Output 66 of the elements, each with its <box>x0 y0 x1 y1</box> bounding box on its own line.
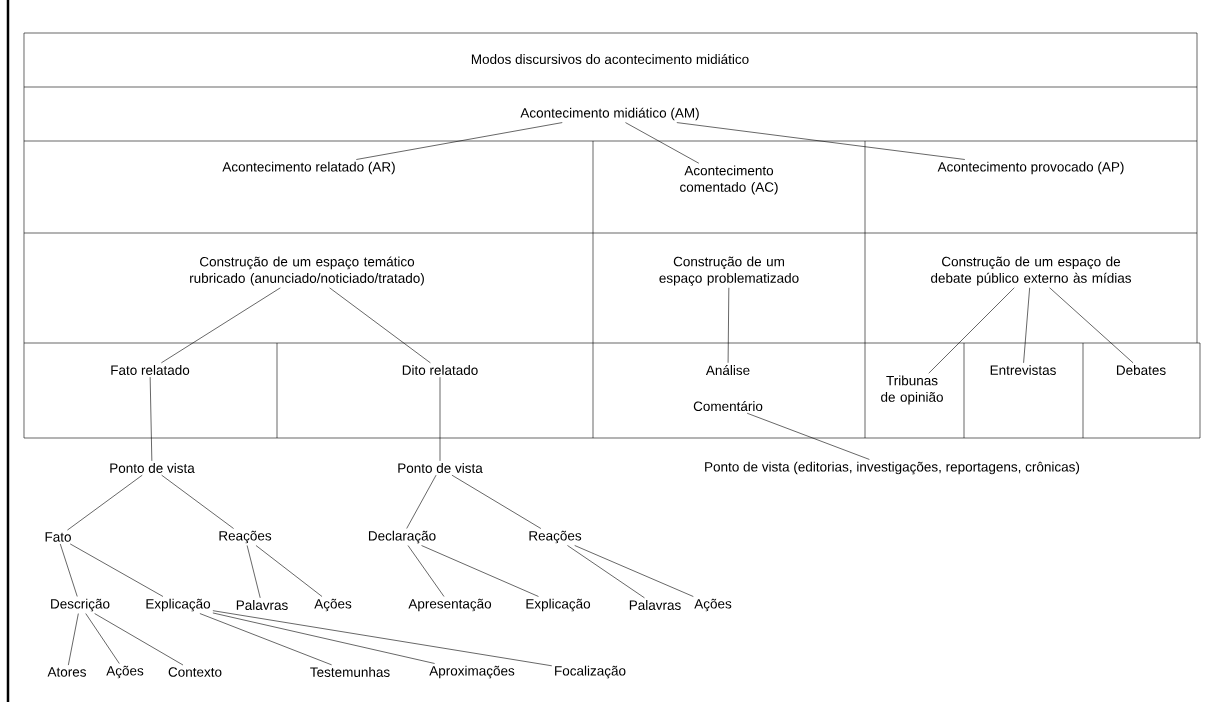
table-cell-text: Acontecimento provocado (AP) <box>937 161 1124 175</box>
connector-line <box>67 474 143 531</box>
connector-line <box>94 613 184 666</box>
tree-label: Palavras <box>629 600 681 610</box>
connector-line <box>212 612 435 664</box>
tree-label: Explicação <box>526 598 591 612</box>
connector-line <box>727 287 730 364</box>
tree-label: Ações <box>694 598 732 612</box>
table-cell-text: Acontecimento midiático (AM) <box>520 107 699 121</box>
table-cell-text: Acontecimento relatado (AR) <box>222 161 395 175</box>
connector-line <box>439 376 441 462</box>
tree-label: Atores <box>47 667 86 677</box>
connector-line <box>625 122 700 164</box>
table-cell-text: Entrevistas <box>990 365 1056 375</box>
table-cell-text: Fato relatado <box>111 365 190 375</box>
connector-line <box>928 287 1015 374</box>
connector-line <box>676 122 966 160</box>
tree-label: Declaração <box>368 530 436 544</box>
tree-label: Reações <box>219 530 272 544</box>
connector-line <box>85 613 120 664</box>
tree-label: Testemunhas <box>310 667 390 677</box>
table-cell-text: Construção de um espaço temático rubricado (anunciado/noticiado/tratado) <box>190 256 424 286</box>
tree-label: Aproximações <box>429 665 515 679</box>
table-cell-text: Construção de um espaço de debate público externo às mídias <box>931 256 1132 286</box>
tree-label: Reações <box>529 530 582 544</box>
connector-line <box>246 545 261 599</box>
connector-line <box>161 287 281 364</box>
tree-label: Apresentação <box>408 598 492 612</box>
connector-line <box>406 474 437 529</box>
tree-label: Explicação <box>146 598 211 612</box>
table-cell-text: Modos discursivos do acontecimento midiático <box>471 53 749 65</box>
tree-label: Palavras <box>236 600 288 610</box>
table-cell-text: Construção de um espaço problematizado <box>659 256 799 286</box>
table-cell-text: Debates <box>1117 365 1166 375</box>
connector-line <box>421 545 539 597</box>
tree-label: Descrição <box>51 598 110 612</box>
connector-line <box>199 613 332 666</box>
tree-label: Ações <box>106 665 144 679</box>
connector-line <box>567 545 645 599</box>
tree-label: Contexto <box>168 667 222 677</box>
connector-line <box>1023 287 1030 364</box>
connector-line <box>356 122 563 160</box>
tree-label: Focalização <box>555 665 626 679</box>
connector-line <box>1049 287 1134 364</box>
table-cell-text: Análise <box>705 364 750 376</box>
connector-line <box>59 543 78 597</box>
connector-line <box>69 543 164 597</box>
tree-label: Fato <box>45 532 71 542</box>
connector-line <box>329 287 431 364</box>
connector-line <box>746 412 870 460</box>
connector-line <box>407 545 445 597</box>
connector-line <box>161 474 234 529</box>
tree-label: Ações <box>314 598 352 612</box>
connector-line <box>212 610 553 667</box>
table-cell-text: Comentário <box>693 400 763 412</box>
table-cell-text: Acontecimento comentado (AC) <box>680 165 778 195</box>
connector-line <box>574 545 694 597</box>
table-cell-text: Dito relatado <box>402 365 478 375</box>
connector-line <box>68 613 79 666</box>
connector-line <box>255 545 323 597</box>
connector-line <box>451 474 542 529</box>
table-cell-text: Tribunas de opinião <box>881 375 943 405</box>
connector-line <box>149 376 153 462</box>
tree-label: Ponto de vista <box>398 463 483 473</box>
tree-label: Ponto de vista <box>110 463 195 473</box>
tree-label: Ponto de vista (editorias, investigações, reportagens, crônicas) <box>705 461 1080 475</box>
